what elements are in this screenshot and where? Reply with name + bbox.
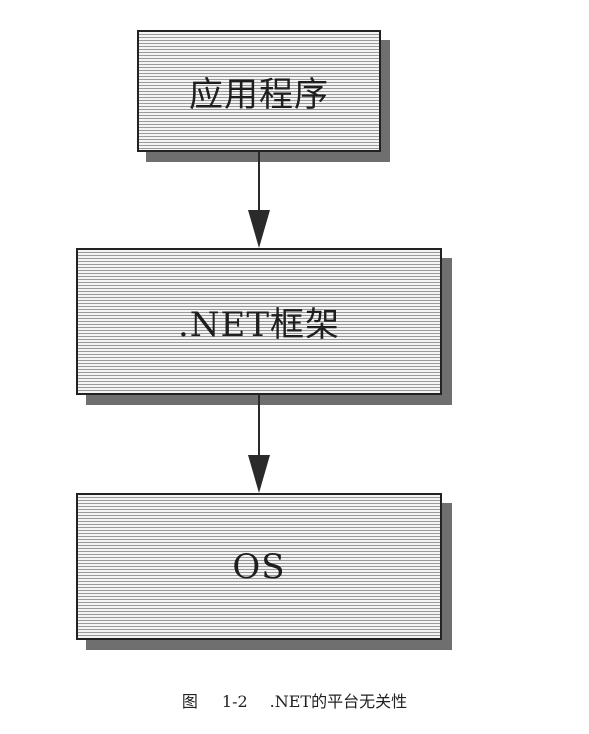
application-box: 应用程序 xyxy=(137,30,381,152)
dotnet-framework-label: .NET框架 xyxy=(177,305,341,345)
figure-caption: 图 1-2 .NET的平台无关性 xyxy=(0,688,589,712)
os-label: OS xyxy=(232,546,286,587)
arrow-framework-to-os xyxy=(248,395,270,493)
application-label: 应用程序 xyxy=(189,74,329,115)
arrow-application-to-framework xyxy=(248,152,270,248)
figure-caption-text: .NET的平台无关性 xyxy=(269,692,408,711)
os-box: OS xyxy=(76,493,442,640)
figure-caption-prefix: 图 xyxy=(181,692,198,711)
dotnet-framework-box: .NET框架 xyxy=(76,248,442,395)
figure-caption-number: 1-2 xyxy=(221,692,248,711)
